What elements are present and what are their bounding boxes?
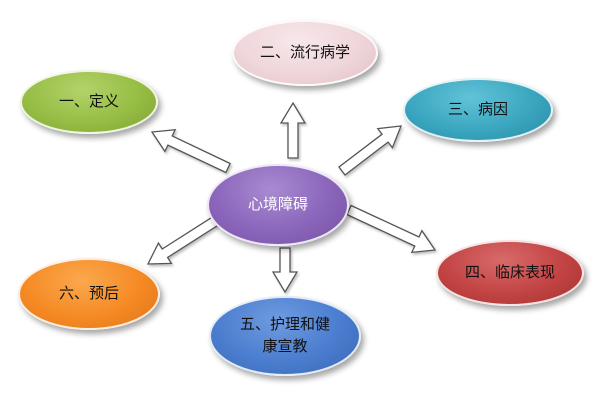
node-prognosis: 六、预后 — [18, 258, 160, 330]
node-definition: 一、定义 — [20, 70, 158, 134]
arrow-to-prognosis — [146, 214, 221, 265]
arrow-to-nursing — [271, 247, 299, 294]
node-prognosis-label: 六、预后 — [58, 284, 119, 303]
node-clinical-manifestations: 四、临床表现 — [436, 240, 584, 306]
node-etiology-label: 三、病因 — [447, 100, 508, 119]
node-etiology: 三、病因 — [403, 78, 553, 142]
arrow-to-definition — [150, 128, 231, 174]
node-epidemiology: 二、流行病学 — [232, 20, 378, 86]
node-epidemiology-label: 二、流行病学 — [260, 43, 351, 62]
node-nursing-and-health-education-label: 五、护理和健康宣教 — [240, 315, 331, 355]
node-nursing-and-health-education: 五、护理和健康宣教 — [209, 296, 361, 376]
node-definition-label: 一、定义 — [58, 92, 119, 111]
node-clinical-manifestations-label: 四、临床表现 — [465, 263, 556, 282]
center-node: 心境障碍 — [207, 164, 349, 246]
arrow-to-etiology — [338, 125, 403, 176]
arrow-to-epidemiology — [279, 101, 307, 159]
arrow-to-clinical-manifestations — [346, 204, 437, 254]
center-node-label: 心境障碍 — [247, 195, 308, 214]
